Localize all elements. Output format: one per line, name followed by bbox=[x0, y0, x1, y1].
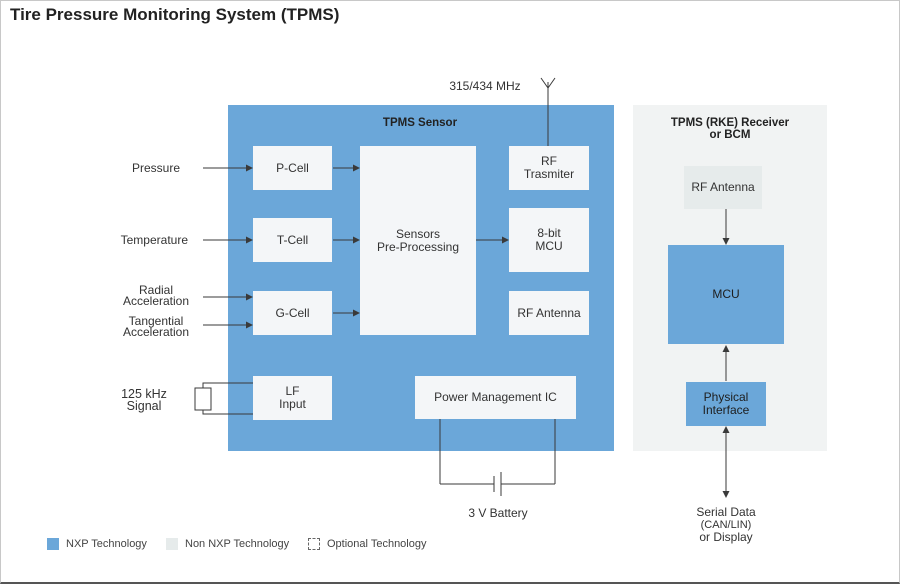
mcu-8bit-block: 8-bit MCU bbox=[509, 208, 589, 272]
mcu-8bit-line2: MCU bbox=[535, 239, 563, 253]
receiver-mcu-block: MCU bbox=[668, 245, 784, 344]
temperature-label: Temperature bbox=[120, 233, 188, 247]
tcell-block: T-Cell bbox=[253, 218, 332, 262]
receiver-rf-antenna-block: RF Antenna bbox=[684, 166, 762, 209]
preprocessing-block: Sensors Pre-Processing bbox=[360, 146, 476, 335]
receiver-rf-antenna-label: RF Antenna bbox=[691, 180, 755, 194]
radial-label-line2: Acceleration bbox=[122, 294, 190, 308]
pressure-label: Pressure bbox=[131, 161, 180, 175]
gcell-block: G-Cell bbox=[253, 291, 332, 335]
legend-nxp-swatch bbox=[47, 538, 59, 550]
receiver-mcu-label: MCU bbox=[712, 287, 740, 301]
physical-interface-line2: Interface bbox=[702, 403, 750, 417]
receiver-heading-line1: TPMS (RKE) Receiver bbox=[670, 117, 790, 129]
pcell-label: P-Cell bbox=[276, 160, 309, 175]
signal-label-line1: 125 kHz bbox=[121, 387, 167, 401]
frequency-label: 315/434 MHz bbox=[449, 79, 521, 93]
pcell-block: P-Cell bbox=[253, 146, 332, 190]
page-title: Tire Pressure Monitoring System (TPMS) bbox=[10, 5, 340, 24]
power-management-label: Power Management IC bbox=[434, 390, 557, 404]
receiver-heading: TPMS (RKE) Receiver or BCM bbox=[645, 117, 815, 141]
radial-label-line1: Radial bbox=[138, 283, 174, 297]
serial-data-line1: Serial Data bbox=[696, 505, 756, 519]
antenna-right bbox=[547, 77, 556, 89]
rf-transmitter-block: RF Trasmiter bbox=[509, 146, 589, 190]
legend-nxp-label: NXP Technology bbox=[66, 538, 147, 550]
tcell-label: T-Cell bbox=[276, 232, 309, 247]
preprocessing-line1: Sensors bbox=[395, 226, 441, 241]
lf-input-line2: Input bbox=[279, 397, 306, 411]
mcu-8bit-line1: 8-bit bbox=[537, 226, 561, 240]
receiver-heading-line2: or BCM bbox=[709, 129, 751, 141]
lf-input-block: LF Input bbox=[253, 376, 332, 420]
lf-coil bbox=[194, 387, 212, 411]
physical-interface-line1: Physical bbox=[703, 390, 749, 404]
signal-label-line2: Signal bbox=[126, 399, 162, 413]
preprocessing-line2: Pre-Processing bbox=[376, 239, 460, 254]
physical-interface-block: Physical Interface bbox=[686, 382, 766, 426]
rf-antenna-block: RF Antenna bbox=[509, 291, 589, 335]
tangential-label-line2: Acceleration bbox=[122, 325, 190, 339]
legend-optional-swatch bbox=[308, 538, 320, 550]
serial-data-line2: (CAN/LIN) bbox=[700, 519, 752, 531]
rf-antenna-label: RF Antenna bbox=[517, 305, 581, 320]
legend-non-nxp-swatch bbox=[166, 538, 178, 550]
gcell-label: G-Cell bbox=[275, 305, 310, 320]
antenna-left bbox=[540, 77, 549, 89]
rf-transmitter-line1: RF bbox=[541, 154, 557, 168]
power-management-block: Power Management IC bbox=[415, 376, 576, 419]
serial-data-line3: or Display bbox=[699, 530, 753, 544]
lf-input-line1: LF bbox=[285, 384, 300, 398]
legend-non-nxp-label: Non NXP Technology bbox=[185, 538, 290, 550]
legend-optional: Optional Technology bbox=[308, 537, 426, 551]
legend-non-nxp: Non NXP Technology bbox=[166, 537, 289, 551]
sensor-heading: TPMS Sensor bbox=[382, 117, 458, 129]
rf-transmitter-line2: Trasmiter bbox=[523, 167, 575, 181]
legend-nxp: NXP Technology bbox=[47, 537, 147, 551]
legend-optional-label: Optional Technology bbox=[327, 538, 427, 550]
tangential-label-line1: Tangential bbox=[128, 314, 184, 328]
battery-label: 3 V Battery bbox=[468, 506, 528, 520]
